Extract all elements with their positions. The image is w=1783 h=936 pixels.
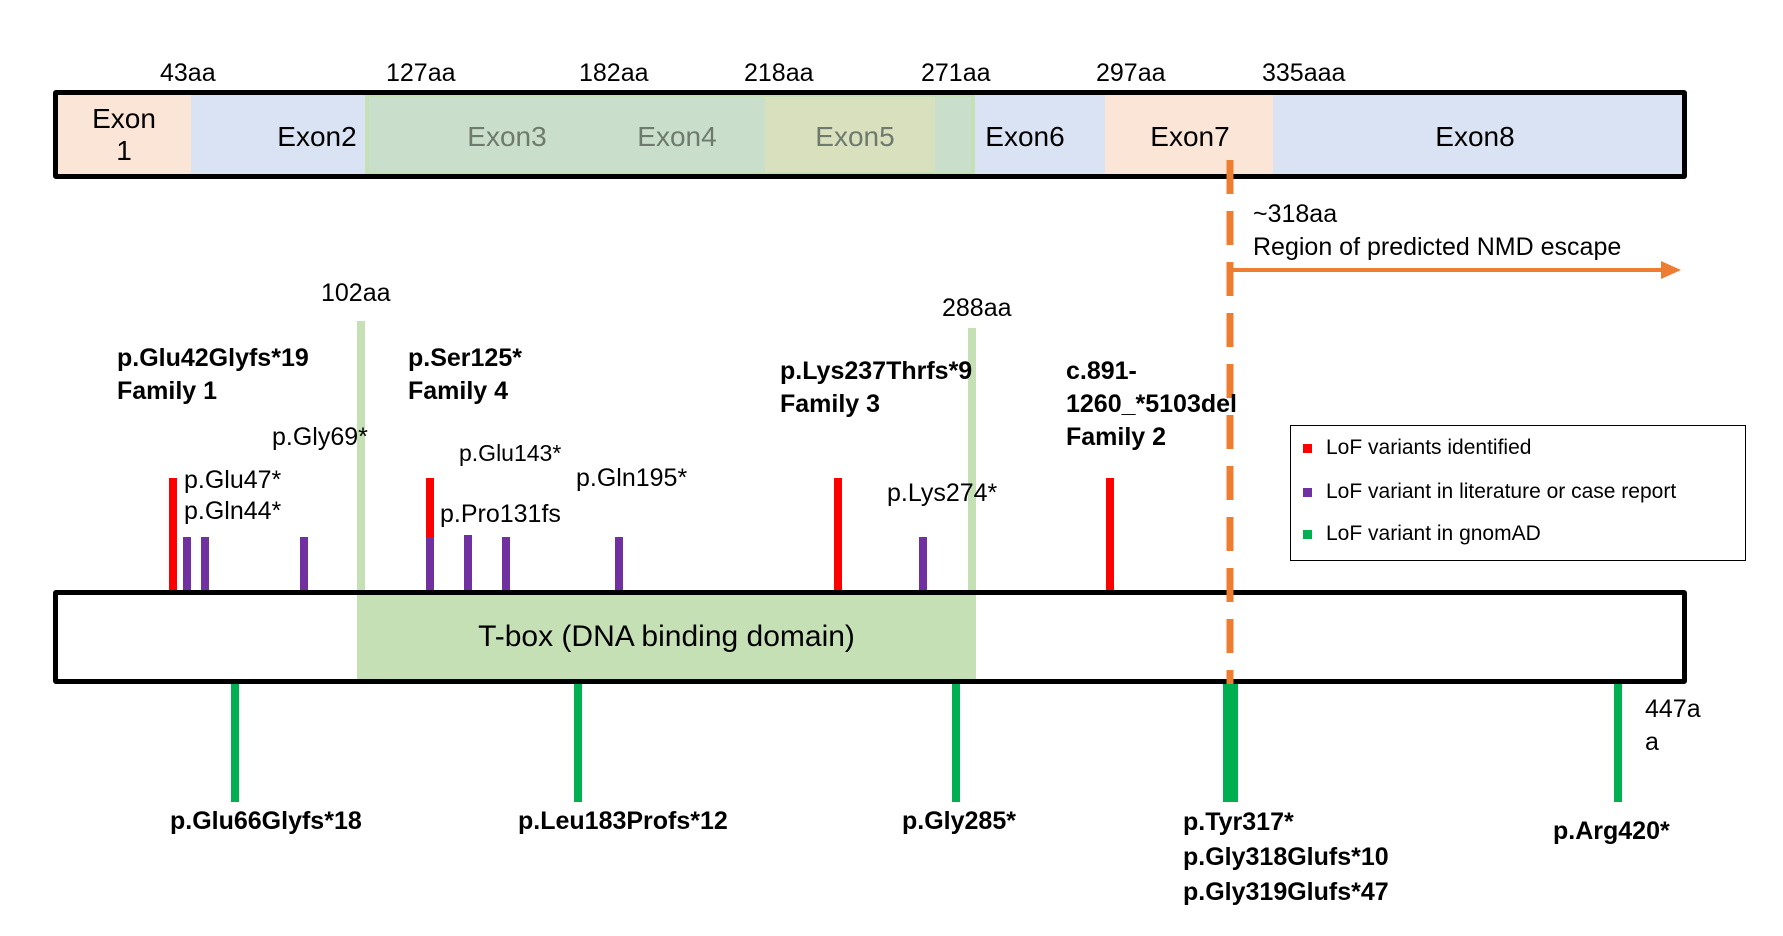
exon-position-182aa: 182aa [579, 59, 649, 87]
tbox-domain-label: T-box (DNA binding domain) [478, 620, 855, 653]
protein-end-label: 447a a [1645, 693, 1701, 759]
variant-tick-purple [201, 537, 209, 593]
tbox-domain [357, 595, 976, 679]
exon1-block [56, 93, 191, 176]
variant-label-glu143: p.Glu143* [459, 440, 562, 466]
variant-tick-red [169, 478, 177, 593]
family1-name: Family 1 [117, 377, 218, 405]
family3-variant: p.Lys237Thrfs*9 [780, 357, 973, 385]
exon4-label: Exon4 [637, 121, 717, 152]
variant-label-leu183: p.Leu183Profs*12 [518, 807, 728, 835]
variant-label-gln44: p.Gln44* [184, 497, 282, 525]
family1-variant: p.Glu42Glyfs*19 [117, 344, 309, 372]
variant-tick-purple [300, 537, 308, 593]
exon1-label-line2: 1 [116, 135, 132, 166]
variant-label-lys274: p.Lys274* [887, 479, 998, 507]
variant-tick-purple [502, 537, 510, 593]
exon8-block [1273, 93, 1682, 176]
family4-name: Family 4 [408, 377, 509, 405]
variant-label-pro131: p.Pro131fs [440, 500, 561, 528]
variant-tick-purple [615, 537, 623, 593]
variant-tick-purple [919, 537, 927, 593]
exon2-block [191, 93, 365, 176]
legend-swatch-red [1303, 443, 1312, 453]
exon1-label: Exon 1 [60, 103, 188, 167]
exon-position-43aa: 43aa [160, 59, 216, 87]
variant-tick-purple [464, 535, 472, 593]
exon8-label: Exon8 [1435, 121, 1515, 152]
variant-tick-purple [183, 537, 191, 593]
tbox-end-line [968, 328, 976, 593]
variant-label-family3: p.Lys237Thrfs*9 Family 3 [780, 355, 972, 421]
exon7-block [1105, 93, 1273, 176]
nmd-region-label: Region of predicted NMD escape [1253, 233, 1622, 261]
gnomad-tick [952, 684, 960, 802]
exon1-label-line1: Exon [92, 103, 156, 134]
variant-label-gly319: p.Gly319Glufs*47 [1183, 878, 1389, 906]
legend-swatch-purple [1303, 487, 1312, 497]
family2-name: Family 2 [1066, 423, 1167, 451]
tbox-exon-overlay [365, 93, 975, 176]
legend-item-gnomad: LoF variant in gnomAD [1303, 520, 1541, 548]
legend-label-literature: LoF variant in literature or case report [1326, 480, 1677, 503]
exon-position-297aa: 297aa [1096, 59, 1166, 87]
variant-label-tyr317: p.Tyr317* [1183, 808, 1294, 836]
legend: LoF variants identified LoF variant in l… [1290, 425, 1746, 561]
nmd-arrow [1227, 261, 1681, 279]
exon2-label: Exon2 [277, 121, 357, 152]
exon7-label: Exon7 [1150, 121, 1230, 152]
legend-item-literature: LoF variant in literature or case report [1303, 478, 1676, 506]
gnomad-tick [231, 684, 239, 802]
protein-end-line1: 447a [1645, 695, 1701, 723]
variant-label-tyr317-group: p.Tyr317* p.Gly318Glufs*10 p.Gly319Glufs… [1183, 805, 1389, 910]
exon-position-271aa: 271aa [921, 59, 991, 87]
variant-tick-red [426, 478, 434, 538]
gnomad-tick [1614, 684, 1622, 802]
exon3-label: Exon3 [467, 121, 547, 152]
exon-track-frame [53, 90, 1687, 179]
family2-variant-line1: c.891- [1066, 357, 1137, 385]
tbox-start-line [357, 321, 365, 593]
variant-label-glu47: p.Glu47* [184, 466, 282, 494]
exon-position-335aaa: 335aaa [1262, 59, 1346, 87]
tbox-start-label: 102aa [321, 279, 391, 307]
variant-label-gly285: p.Gly285* [902, 807, 1016, 835]
protein-end-line2: a [1645, 728, 1659, 756]
legend-item-identified: LoF variants identified [1303, 434, 1531, 462]
variant-tick-red [834, 478, 842, 593]
exon5-label: Exon5 [815, 121, 895, 152]
variant-tick-purple [426, 537, 434, 593]
legend-swatch-green [1303, 529, 1312, 539]
variant-label-gly318: p.Gly318Glufs*10 [1183, 843, 1389, 871]
variant-label-gln195: p.Gln195* [576, 464, 688, 492]
variant-label-family4: p.Ser125* Family 4 [408, 342, 522, 408]
gnomad-tick [574, 684, 582, 802]
exon6-label: Exon6 [985, 121, 1065, 152]
variant-label-family1: p.Glu42Glyfs*19 Family 1 [117, 342, 309, 408]
nmd-dashed-line [1226, 160, 1234, 688]
legend-label-gnomad: LoF variant in gnomAD [1326, 522, 1541, 545]
legend-label-identified: LoF variants identified [1326, 436, 1532, 459]
family4-variant: p.Ser125* [408, 344, 522, 372]
variant-tick-red [1106, 478, 1114, 593]
family2-variant-line2: 1260_*5103del [1066, 390, 1237, 418]
variant-label-family2: c.891- 1260_*5103del Family 2 [1066, 355, 1237, 454]
family3-name: Family 3 [780, 390, 881, 418]
variant-label-arg420: p.Arg420* [1553, 817, 1670, 845]
exon-position-127aa: 127aa [386, 59, 456, 87]
tbox-end-label: 288aa [942, 294, 1012, 322]
gnomad-tick [1223, 684, 1238, 802]
exon-position-218aa: 218aa [744, 59, 814, 87]
variant-label-gly69: p.Gly69* [272, 423, 368, 451]
nmd-position-label: ~318aa [1253, 200, 1338, 228]
variant-label-glu66: p.Glu66Glyfs*18 [170, 807, 362, 835]
